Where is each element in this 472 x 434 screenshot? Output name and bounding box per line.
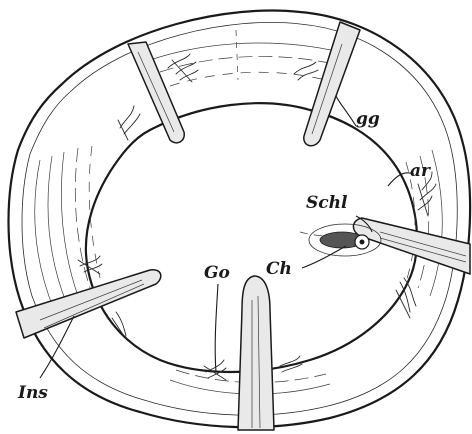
leader-go: [215, 284, 218, 372]
septum-left-insertion: [16, 270, 161, 338]
septum-right-insertion: [353, 218, 470, 274]
label-ins: Ins: [17, 383, 48, 403]
label-ar: ar: [410, 161, 431, 181]
outer-body-wall: [9, 11, 471, 428]
chorda-dot: [360, 240, 365, 245]
label-ch: Ch: [266, 259, 292, 279]
label-go: Go: [204, 263, 230, 283]
leader-gg: [336, 96, 356, 126]
label-schl: Schl: [306, 193, 348, 213]
label-gg: gg: [356, 109, 380, 129]
annular-striations: [35, 30, 443, 394]
outer-wall-inner-line: [22, 22, 457, 415]
septum-bottom: [238, 276, 274, 430]
leader-ch: [302, 246, 346, 268]
